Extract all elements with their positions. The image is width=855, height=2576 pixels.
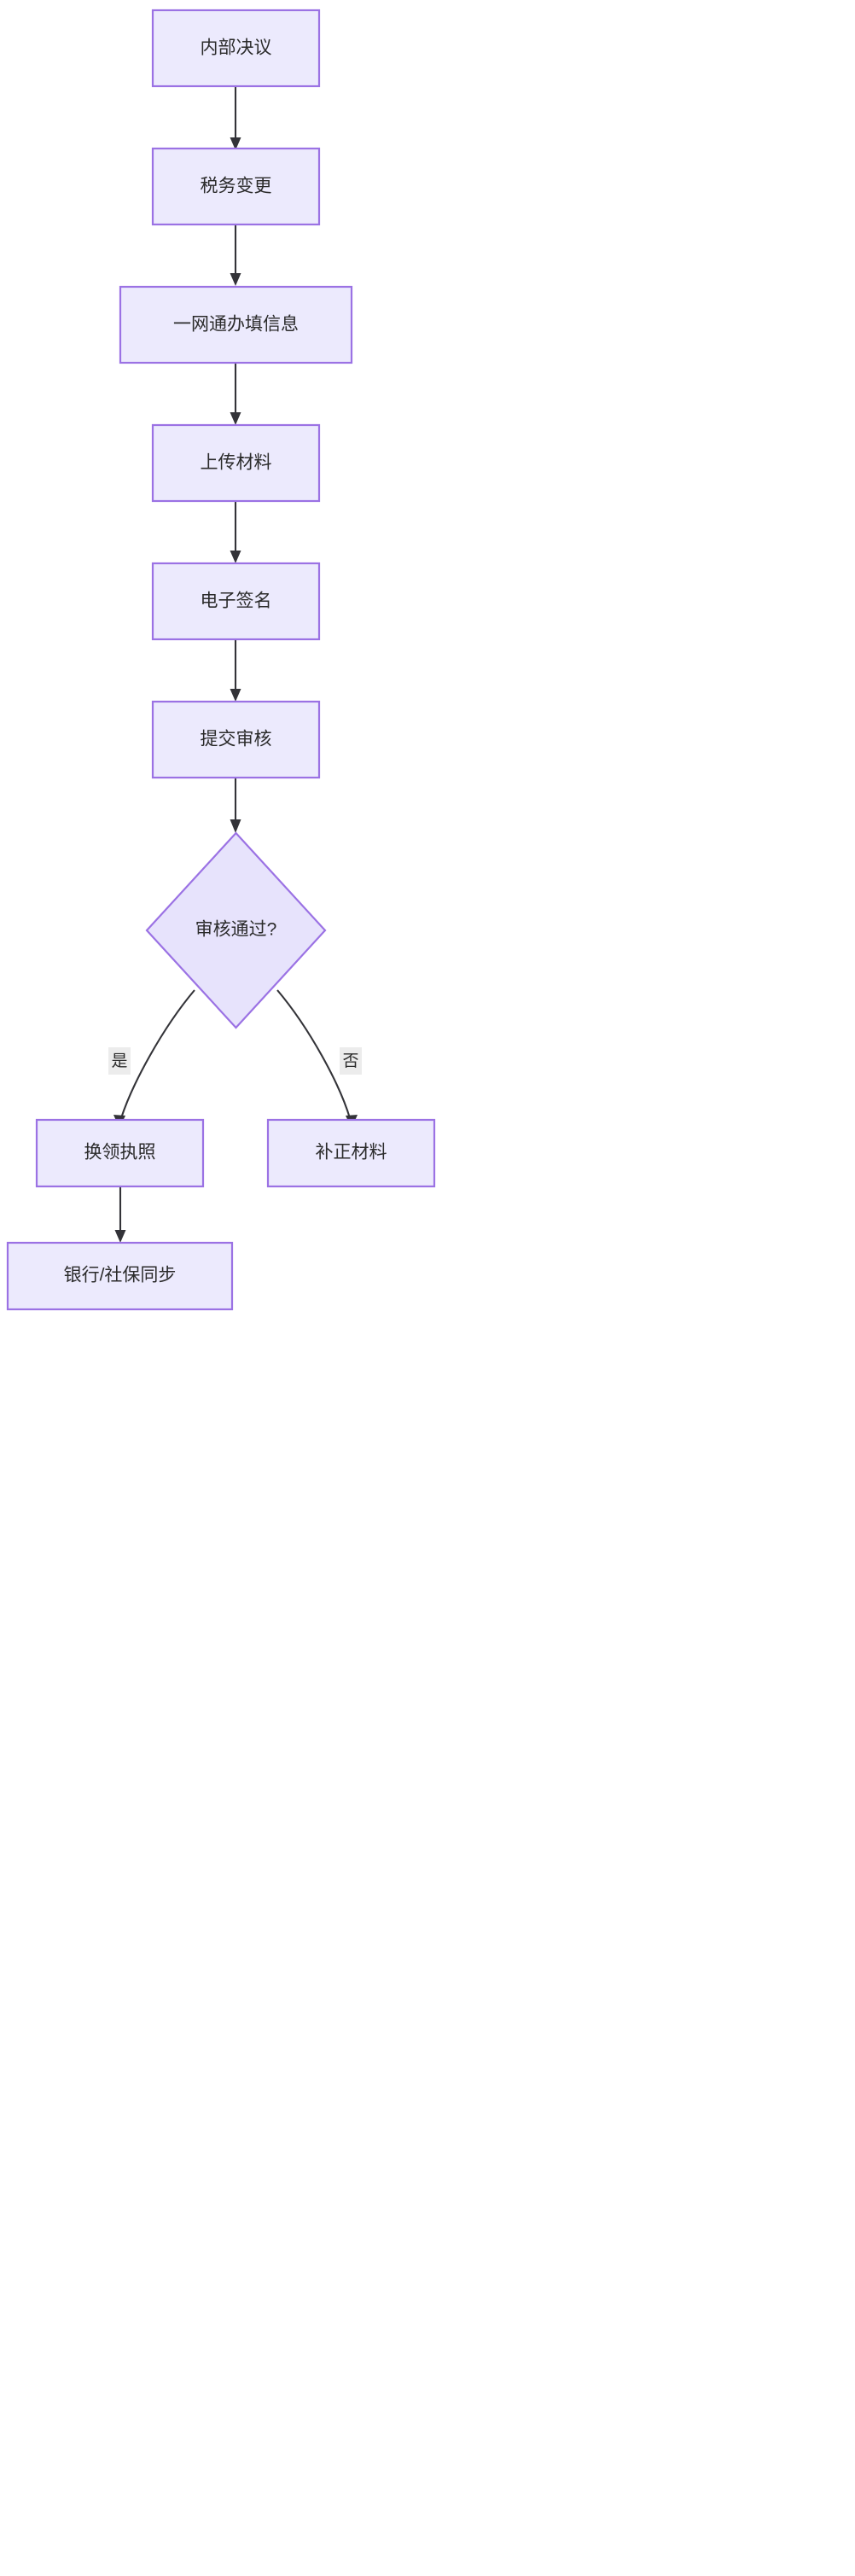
edge-label-yes-bg bbox=[108, 1047, 131, 1075]
edge-label-no-bg bbox=[340, 1047, 362, 1075]
arrowhead-icon bbox=[230, 551, 241, 563]
edge-n4-n5 bbox=[230, 498, 241, 563]
node-tax-change[interactable]: 税务变更 bbox=[151, 147, 321, 226]
edge-n3-n4 bbox=[230, 359, 241, 425]
edge-label-yes-text: 是 bbox=[111, 1052, 127, 1070]
node-upload-materials[interactable]: 上传材料 bbox=[151, 423, 321, 503]
arrowhead-icon bbox=[230, 689, 241, 702]
node-group: 内部决议 税务变更 一网通办填信息 上传材料 电子签名 bbox=[6, 9, 436, 1311]
arrowhead-icon bbox=[114, 1230, 126, 1243]
node-label: 审核通过? bbox=[195, 920, 277, 940]
edge-label-no: 否 bbox=[340, 1047, 362, 1075]
node-shape[interactable] bbox=[6, 1241, 234, 1311]
edge-n6-d1 bbox=[230, 775, 241, 833]
node-shape[interactable] bbox=[151, 9, 321, 88]
node-shape[interactable] bbox=[145, 831, 327, 1029]
node-label: 提交审核 bbox=[201, 730, 272, 749]
arrowhead-icon bbox=[230, 137, 241, 150]
node-shape[interactable] bbox=[119, 285, 353, 364]
edge-n5-n6 bbox=[230, 636, 241, 702]
node-label: 一网通办填信息 bbox=[173, 315, 299, 335]
node-label: 银行/社保同步 bbox=[64, 1266, 177, 1285]
edge-label-group: 是 否 bbox=[108, 1047, 362, 1075]
arrowhead-icon bbox=[230, 273, 241, 286]
node-renew-license[interactable]: 换领执照 bbox=[35, 1118, 205, 1188]
node-shape[interactable] bbox=[151, 423, 321, 503]
node-shape[interactable] bbox=[151, 147, 321, 226]
node-submit-review[interactable]: 提交审核 bbox=[151, 700, 321, 779]
node-label: 税务变更 bbox=[201, 177, 272, 196]
node-correct-materials[interactable]: 补正材料 bbox=[266, 1118, 436, 1188]
node-shape[interactable] bbox=[151, 700, 321, 779]
arrowhead-icon bbox=[230, 819, 241, 833]
node-onestop-fill-info[interactable]: 一网通办填信息 bbox=[119, 285, 353, 364]
edge-n2-n3 bbox=[230, 220, 241, 286]
edge-group bbox=[113, 86, 358, 1243]
edge-label-yes: 是 bbox=[108, 1047, 131, 1075]
edge-label-no-text: 否 bbox=[342, 1052, 358, 1070]
node-electronic-signature[interactable]: 电子签名 bbox=[151, 562, 321, 641]
edge-n1-n2 bbox=[230, 86, 241, 150]
node-shape[interactable] bbox=[35, 1118, 205, 1188]
node-shape[interactable] bbox=[266, 1118, 436, 1188]
node-internal-resolution[interactable]: 内部决议 bbox=[151, 9, 321, 88]
node-label: 内部决议 bbox=[201, 38, 272, 58]
node-label: 补正材料 bbox=[316, 1143, 387, 1163]
arrowhead-icon bbox=[230, 412, 241, 425]
node-label: 上传材料 bbox=[201, 453, 272, 473]
node-label: 换领执照 bbox=[84, 1143, 156, 1163]
node-label: 电子签名 bbox=[201, 592, 272, 611]
edge-line bbox=[276, 989, 352, 1119]
node-bank-socialsecurity-sync[interactable]: 银行/社保同步 bbox=[6, 1241, 234, 1311]
node-review-passed-decision[interactable]: 审核通过? bbox=[145, 831, 327, 1029]
node-shape[interactable] bbox=[151, 562, 321, 641]
edge-n7-n9 bbox=[114, 1186, 126, 1243]
edge-line bbox=[120, 989, 195, 1119]
